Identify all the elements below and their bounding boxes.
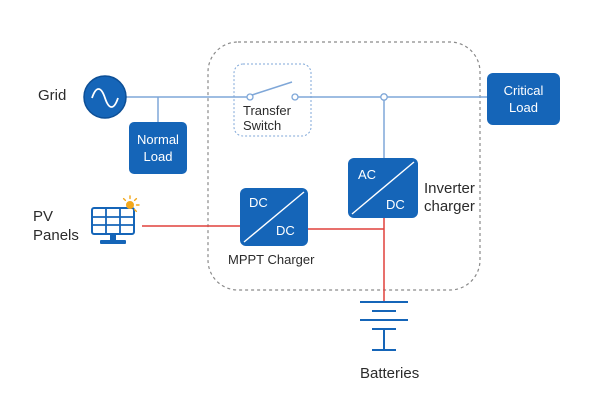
transfer-switch-label: Transfer Switch: [243, 103, 291, 133]
switch-blade: [251, 81, 293, 96]
mppt-dc-out-label: DC: [276, 223, 295, 238]
critical-load-line2: Load: [509, 100, 538, 115]
pv-label-line1: PV: [33, 208, 54, 225]
normal-load-block: [129, 122, 187, 174]
solar-panel-icon: [91, 207, 135, 244]
mppt-charger-label: MPPT Charger: [228, 252, 315, 267]
normal-load-line2: Load: [143, 149, 173, 164]
critical-load-label: Critical Load: [487, 82, 560, 116]
normal-load-label: Normal Load: [129, 131, 187, 165]
transfer-switch-line2: Switch: [243, 118, 282, 133]
mppt-converter-block: [240, 188, 308, 246]
pv-panels-label: PV Panels: [33, 207, 79, 245]
pv-label-line2: Panels: [33, 227, 79, 244]
sun-icon: [122, 195, 140, 213]
inverter-charger-label: Inverter charger: [424, 180, 475, 216]
battery-symbol-icon: [360, 301, 408, 351]
mppt-dc-in-label: DC: [249, 195, 268, 210]
critical-load-line1: Critical: [503, 83, 544, 98]
critical-load-block: [487, 73, 560, 125]
ac-junction-node: [380, 93, 388, 101]
inverter-converter-block: [348, 158, 418, 218]
switch-contact-left: [246, 93, 254, 101]
grid-label: Grid: [38, 87, 67, 104]
ac-sine-icon: [83, 75, 127, 119]
inverter-line2: charger: [424, 198, 475, 215]
inverter-dc-label: DC: [386, 197, 405, 212]
normal-load-line1: Normal: [137, 132, 179, 147]
inverter-line1: Inverter: [424, 180, 475, 197]
batteries-label: Batteries: [360, 365, 420, 382]
switch-contact-right: [291, 93, 299, 101]
transfer-switch-line1: Transfer: [243, 103, 291, 118]
system-enclosure: [207, 41, 481, 291]
inverter-ac-label: AC: [358, 167, 377, 182]
